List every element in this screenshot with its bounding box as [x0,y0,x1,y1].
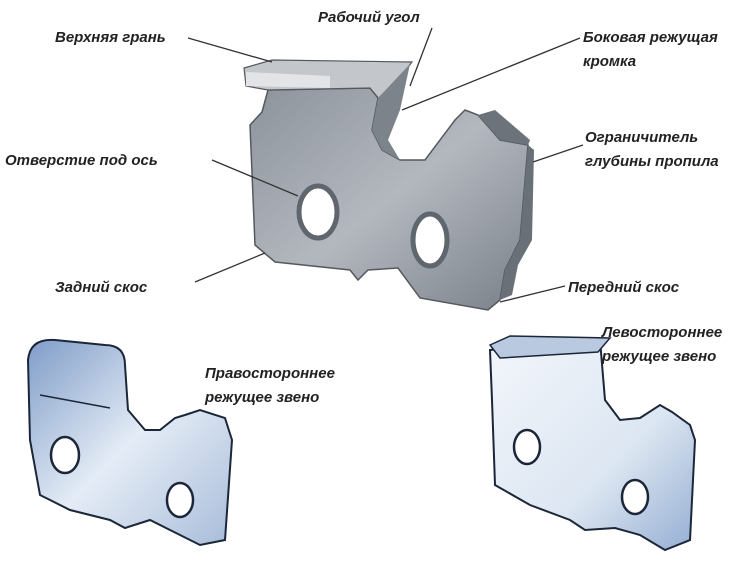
depth-gauge-edge [478,110,530,145]
leader-lines [187,27,584,303]
left-link-hole-front [620,478,650,516]
label-front-bevel: Передний скос [568,279,680,296]
leader-rivet-hole [211,159,299,197]
label-right-link-line2: режущее звено [204,389,319,406]
label-right-link-line1: Правостороннее [205,365,335,382]
leader-depth-gauge [532,144,584,163]
leader-working-angle [409,27,433,87]
label-rivet-hole: Отверстие под ось [5,152,158,169]
label-top-plate: Верхняя грань [55,29,166,46]
label-left-link-line2: режущее звено [601,348,716,365]
left-hand-cutter-link [488,335,697,552]
rivet-hole-rear [296,183,340,241]
label-left-link-line1: Левостороннее [601,324,722,341]
label-depth-gauge-line1: Ограничитель [585,129,698,146]
label-rear-bevel: Задний скос [55,279,148,296]
label-side-edge-line2: кромка [583,53,636,70]
rivet-hole-front [410,211,450,269]
left-link-top-plate [488,335,612,359]
label-side-edge-line1: Боковая режущая [583,29,718,46]
side-cutting-edge [372,64,410,160]
right-hand-cutter-link [26,338,234,547]
leader-top-plate [187,37,273,63]
top-plate-face [246,72,330,88]
main-cutter-link [243,59,534,311]
leader-front-bevel [499,285,566,303]
leader-side-edge [401,37,581,111]
right-link-hole-front [165,481,195,519]
right-link-edge-line [39,394,111,409]
right-link-hole-rear [49,435,81,475]
left-link-hole-rear [512,428,542,466]
label-depth-gauge-line2: глубины пропила [585,153,719,170]
leader-rear-bevel [194,252,266,283]
label-working-angle: Рабочий угол [318,9,420,26]
front-side-edge [500,145,534,300]
